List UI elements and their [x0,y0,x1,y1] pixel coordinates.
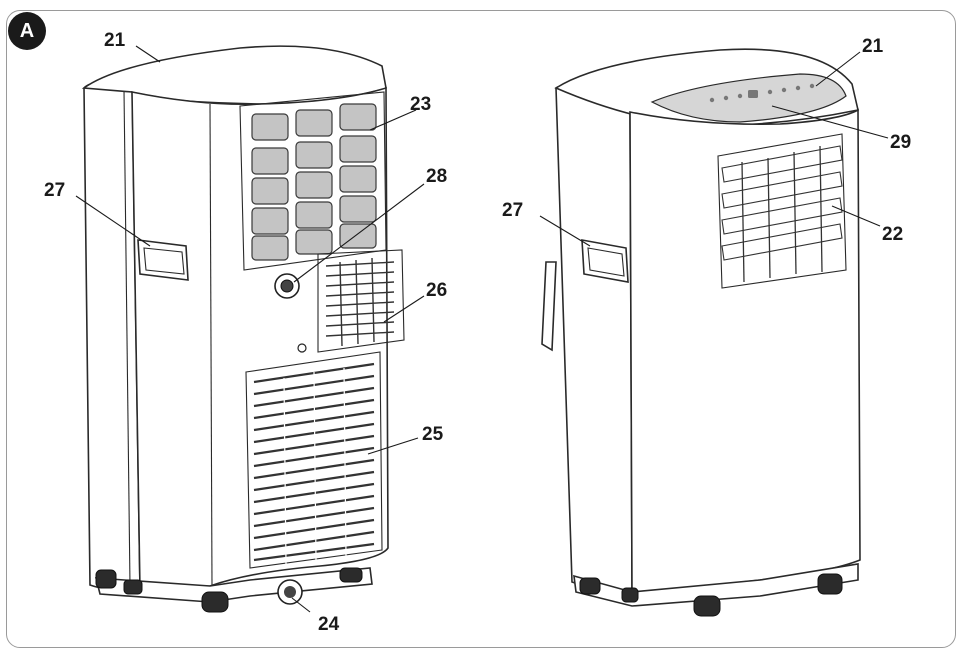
callout-left-28: 28 [426,166,447,187]
figure-badge: A [8,12,46,50]
exhaust-grille [325,257,395,347]
callout-left-24: 24 [318,614,340,635]
drain-knob [274,273,300,299]
control-buttons [709,83,815,103]
callout-labels: 21 23 27 28 26 25 24 21 29 27 22 [44,30,911,635]
callout-right-27: 27 [502,200,523,221]
callout-left-21: 21 [104,30,126,51]
callout-left-25: 25 [422,424,444,445]
air-outlet-louvers [721,145,843,261]
upper-filter-grid [251,103,377,261]
callout-right-29: 29 [890,132,911,153]
figure-frame [6,10,956,648]
callout-left-27: 27 [44,180,65,201]
callout-left-23: 23 [410,94,431,115]
callout-right-21: 21 [862,36,884,57]
front-view-unit [541,48,861,617]
callout-left-26: 26 [426,280,447,301]
rear-view-unit [81,45,405,613]
callout-right-22: 22 [882,224,903,245]
leader-lines [75,45,889,613]
